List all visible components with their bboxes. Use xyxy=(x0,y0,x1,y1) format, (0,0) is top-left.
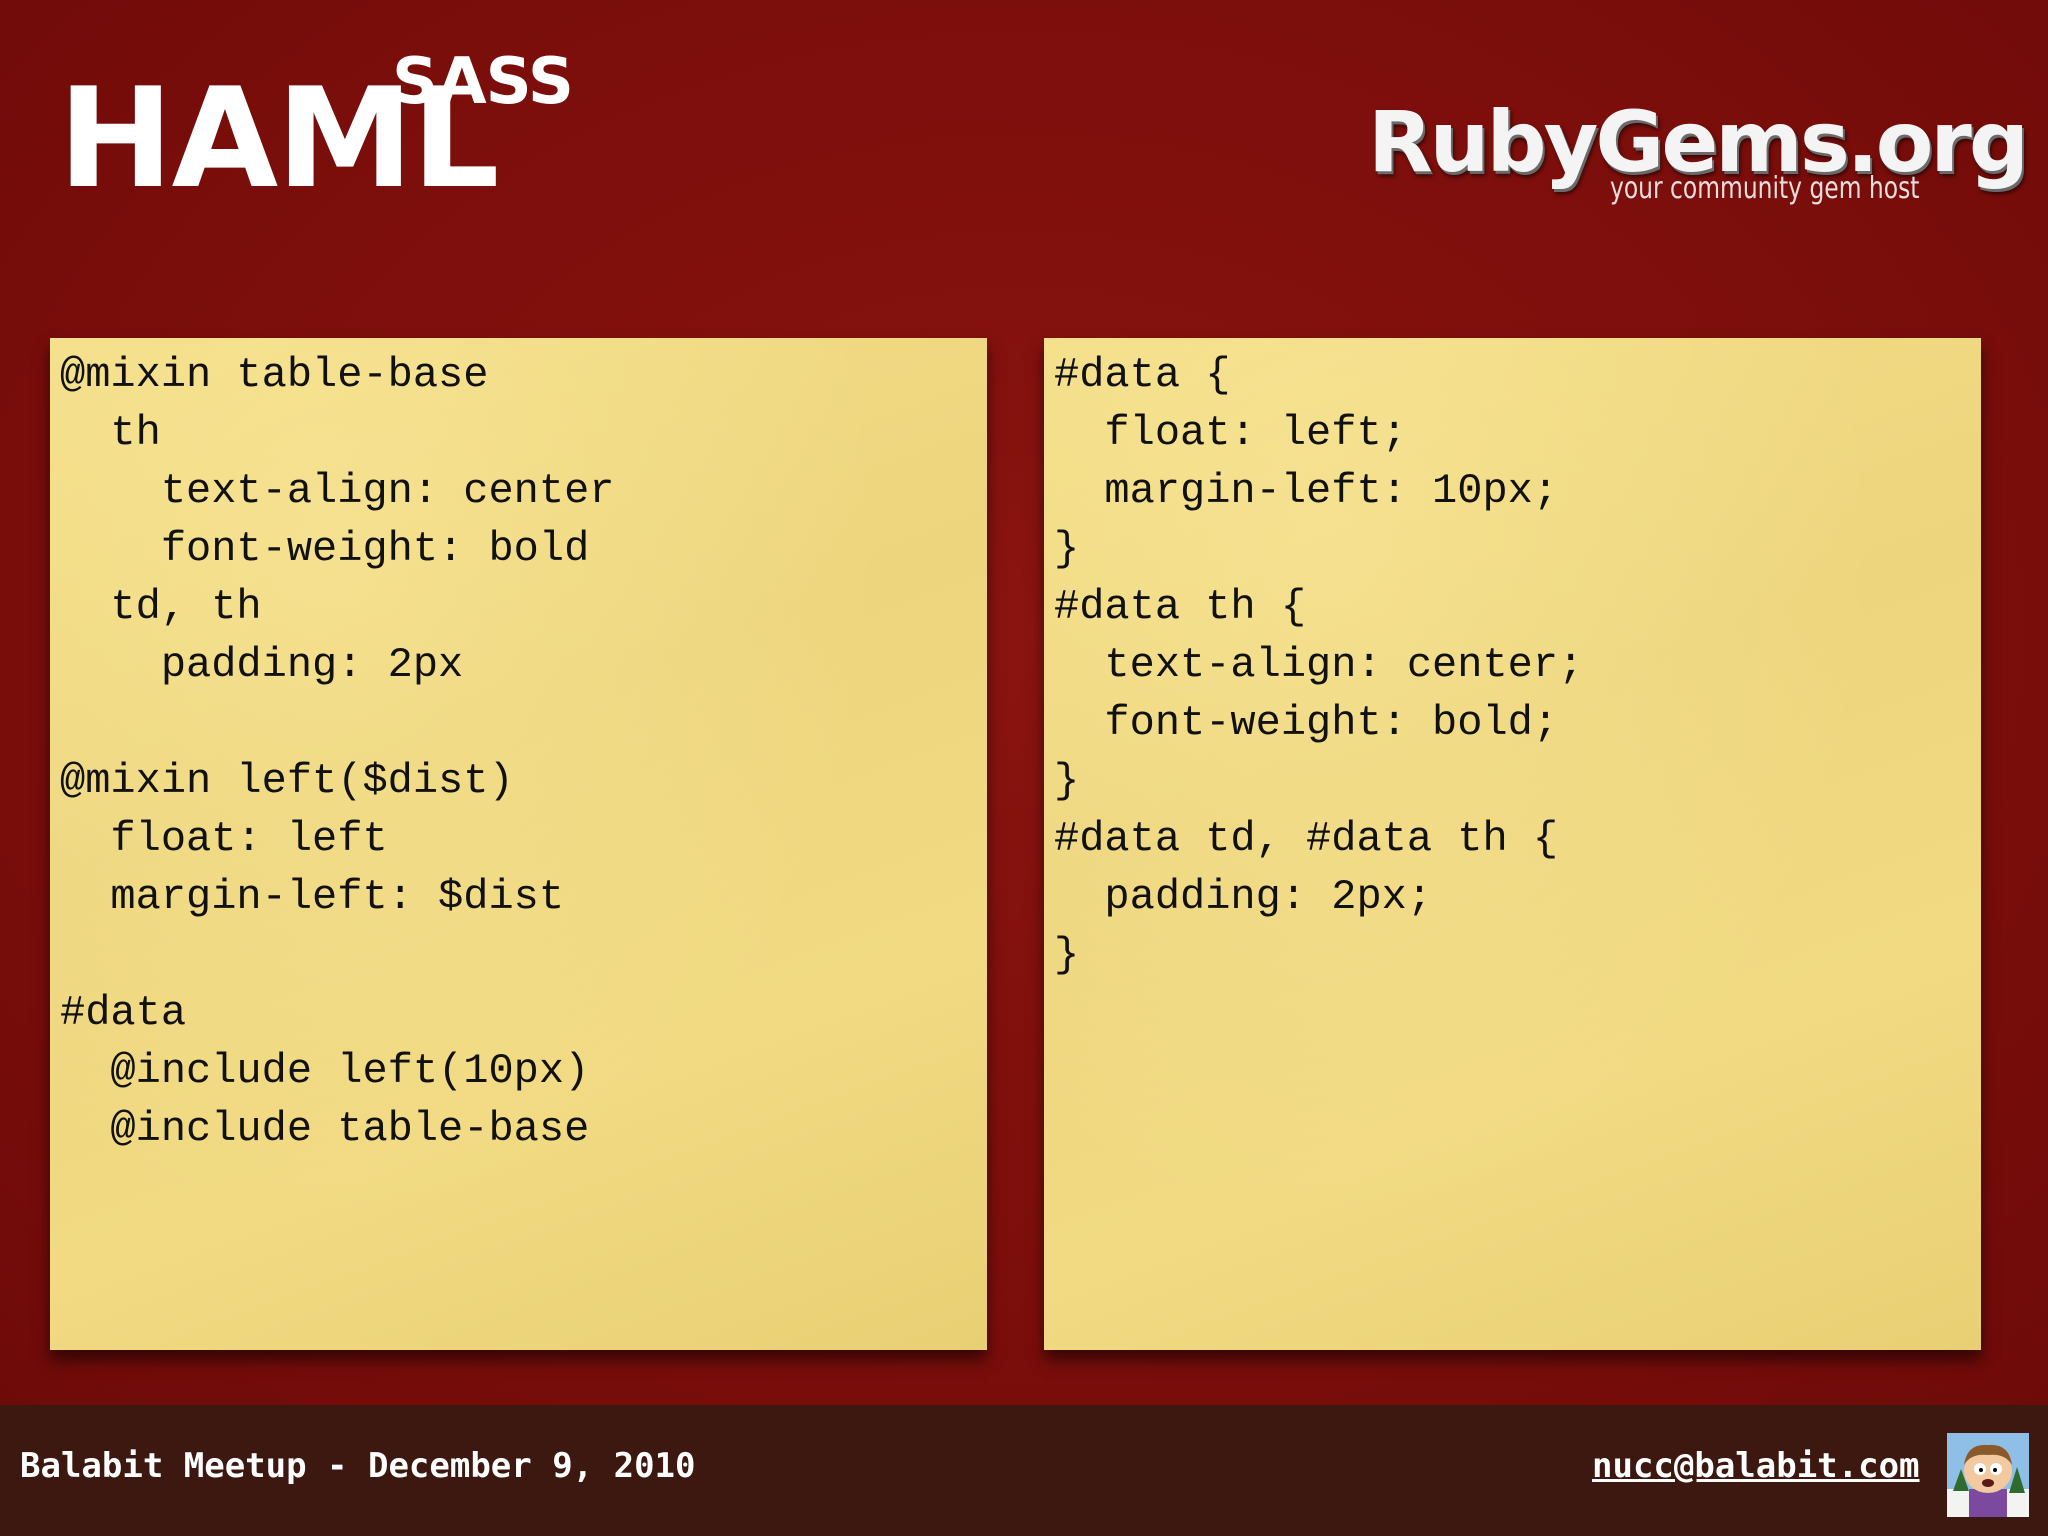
code-line: @mixin left($dist) xyxy=(60,757,514,805)
code-line: padding: 2px; xyxy=(1054,873,1433,921)
code-line: margin-left: $dist xyxy=(60,873,565,921)
slide-footer: Balabit Meetup - December 9, 2010 nucc@b… xyxy=(0,1405,2048,1536)
code-line: th xyxy=(60,409,161,457)
code-line: } xyxy=(1054,931,1080,979)
code-line: } xyxy=(1054,757,1080,805)
code-line: #data { xyxy=(1054,351,1231,399)
code-line xyxy=(60,926,987,984)
code-line: font-weight: bold; xyxy=(1054,699,1559,747)
slide-title-superscript: SASS xyxy=(392,45,574,119)
email-link[interactable]: nucc@balabit.com xyxy=(1592,1446,1920,1486)
event-label: Balabit Meetup - December 9, 2010 xyxy=(20,1446,696,1486)
code-line: #data td, #data th { xyxy=(1054,815,1559,863)
code-line: @include left(10px) xyxy=(60,1047,590,1095)
code-line: #data th { xyxy=(1054,583,1307,631)
code-line: padding: 2px xyxy=(60,641,464,689)
logo-name: RubyGems.org xyxy=(1368,93,2029,191)
code-line: float: left; xyxy=(1054,409,1407,457)
code-line: } xyxy=(1054,525,1080,573)
code-line: text-align: center; xyxy=(1054,641,1584,689)
code-line: @include table-base xyxy=(60,1105,590,1153)
code-line: font-weight: bold xyxy=(60,525,590,573)
code-line: text-align: center xyxy=(60,467,615,515)
code-line: float: left xyxy=(60,815,388,863)
sass-code-panel: @mixin table-base th text-align: center … xyxy=(50,338,987,1350)
cartoon-avatar-icon xyxy=(1947,1433,2029,1517)
code-line: td, th xyxy=(60,583,262,631)
code-line: margin-left: 10px; xyxy=(1054,467,1559,515)
slide-title: HAML xyxy=(58,58,500,219)
rubygems-logo: RubyGems.org your community gem host xyxy=(1368,100,2029,220)
code-line: #data xyxy=(60,989,187,1037)
css-code-panel: #data { float: left; margin-left: 10px; … xyxy=(1044,338,1981,1350)
code-line xyxy=(60,694,987,752)
code-line: @mixin table-base xyxy=(60,351,489,399)
logo-tagline: your community gem host xyxy=(1610,171,1920,206)
